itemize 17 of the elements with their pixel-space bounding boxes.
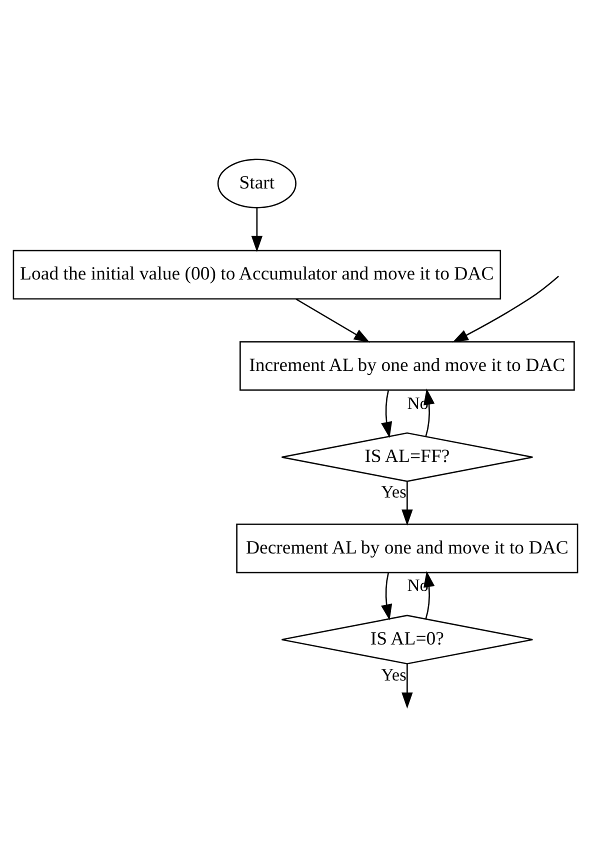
arrow bbox=[402, 664, 413, 709]
node-ellipse: Start bbox=[217, 158, 296, 208]
arrow bbox=[296, 298, 370, 343]
arrow bbox=[402, 482, 413, 526]
node-box: Increment AL by one and move it to DAC bbox=[240, 341, 575, 391]
arrow bbox=[381, 572, 392, 620]
node-diamond: IS AL=0? bbox=[281, 614, 534, 664]
node-box: Decrement AL by one and move it to DAC bbox=[236, 524, 578, 574]
edge-label: Yes bbox=[381, 482, 406, 502]
node-box: Load the initial value (00) to Accumulator and move it to DAC bbox=[12, 250, 502, 300]
arrow bbox=[424, 388, 435, 437]
arrow bbox=[251, 208, 263, 252]
node-diamond: IS AL=FF? bbox=[281, 432, 534, 482]
arrow bbox=[424, 570, 435, 620]
arrow bbox=[452, 276, 560, 343]
arrow bbox=[381, 390, 392, 438]
edge-label: Yes bbox=[381, 664, 406, 685]
